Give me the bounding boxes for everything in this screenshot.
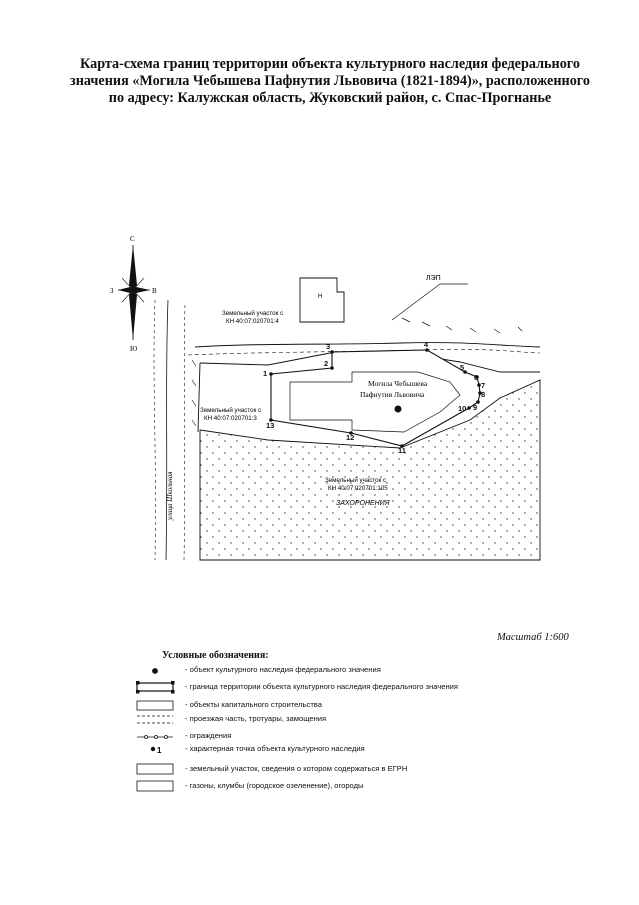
compass-w: З <box>110 287 114 295</box>
legend-label-point: - характерная точка объекта культурного … <box>185 744 365 753</box>
grave-marker-icon <box>394 405 402 413</box>
legend-row-road: - проезжая часть, тротуары, замощения <box>130 713 610 727</box>
legend-title: Условные обозначения: <box>162 650 269 661</box>
point-10: 10 <box>458 404 466 413</box>
legend-label-lawns: - газоны, клумбы (городское озеленение),… <box>185 781 364 790</box>
road-label: улица Школьная <box>166 472 174 521</box>
object-label-1: Могила Чебышева <box>368 379 428 388</box>
point-4: 4 <box>424 340 429 349</box>
legend-row-point: - характерная точка объекта культурного … <box>130 743 610 757</box>
title-line-1: Карта-схема границ территории объекта ку… <box>80 56 580 72</box>
point-6: 6 <box>474 373 478 382</box>
parcel-105 <box>199 379 541 561</box>
legend-label-road: - проезжая часть, тротуары, замощения <box>185 714 327 723</box>
top-fence <box>187 342 541 356</box>
legend-label-capital: - объекты капитального строительства <box>185 700 322 709</box>
legend-row-okn: - объект культурного наследия федерально… <box>130 664 610 678</box>
map-title: Карта-схема границ территории объекта ку… <box>60 56 600 107</box>
characteristic-points: 1 2 3 4 5 6 7 8 9 10 11 12 13 <box>263 340 485 455</box>
parcel-3-line2: КН 40:07:020701:3 <box>204 415 257 422</box>
road-left: улица Школьная <box>153 299 186 561</box>
legend-row-parcel: - земельный участок, сведения о котором … <box>130 763 610 777</box>
point-5: 5 <box>460 363 464 372</box>
legend-row-fence: - ограждения <box>130 730 610 744</box>
map-scale: Масштаб 1:600 <box>497 632 569 643</box>
compass-rose-icon: С Ю З В <box>110 235 157 353</box>
legend-row-capital: - объекты капитального строительства <box>130 699 610 713</box>
legend-label-okn: - объект культурного наследия федерально… <box>185 665 381 674</box>
parcel-3-line1: Земельный участок с <box>200 407 261 414</box>
object-outline <box>289 371 461 433</box>
point-11: 11 <box>398 446 406 455</box>
point-7: 7 <box>481 381 485 390</box>
point-9: 9 <box>473 403 477 412</box>
power-line: ЛЭП <box>391 275 523 334</box>
power-line-label: ЛЭП <box>426 275 441 282</box>
point-8: 8 <box>481 390 485 399</box>
legend-label-boundary: - граница территории объекта культурного… <box>185 682 459 691</box>
point-2: 2 <box>324 359 328 368</box>
legend-point-symbol: 1 <box>157 746 162 755</box>
point-13: 13 <box>266 421 274 430</box>
object-label-2: Пафнутия Львовича <box>360 390 425 399</box>
legend-row-lawns: - газоны, клумбы (городское озеленение),… <box>130 780 610 794</box>
parcel-105-line1: Земельный участок с <box>325 477 386 484</box>
title-line-2: значения «Могила Чебышева Пафнутия Львов… <box>70 73 590 89</box>
legend-label-parcel: - земельный участок, сведения о котором … <box>185 764 408 773</box>
point-12: 12 <box>346 433 354 442</box>
legend-label-fence: - ограждения <box>185 731 232 740</box>
legend-symbols <box>136 668 175 792</box>
compass-n: С <box>130 235 135 243</box>
parcel-4-line1: Земельный участок с <box>222 310 283 317</box>
building-label: Н <box>318 294 322 300</box>
parcel-4-line2: КН 40:07:020701:4 <box>226 318 279 325</box>
parcel-105-line2: КН 40:07:020701:105 <box>328 485 388 492</box>
compass-e: В <box>152 287 157 295</box>
compass-s: Ю <box>130 345 137 353</box>
legend-row-boundary: - граница территории объекта культурного… <box>130 681 610 695</box>
burials-label: ЗАХОРОНЕНИЯ <box>336 500 390 507</box>
point-3: 3 <box>326 342 330 351</box>
title-line-3: по адресу: Калужская область, Жуковский … <box>108 90 552 106</box>
point-1: 1 <box>263 369 267 378</box>
building <box>299 277 345 323</box>
